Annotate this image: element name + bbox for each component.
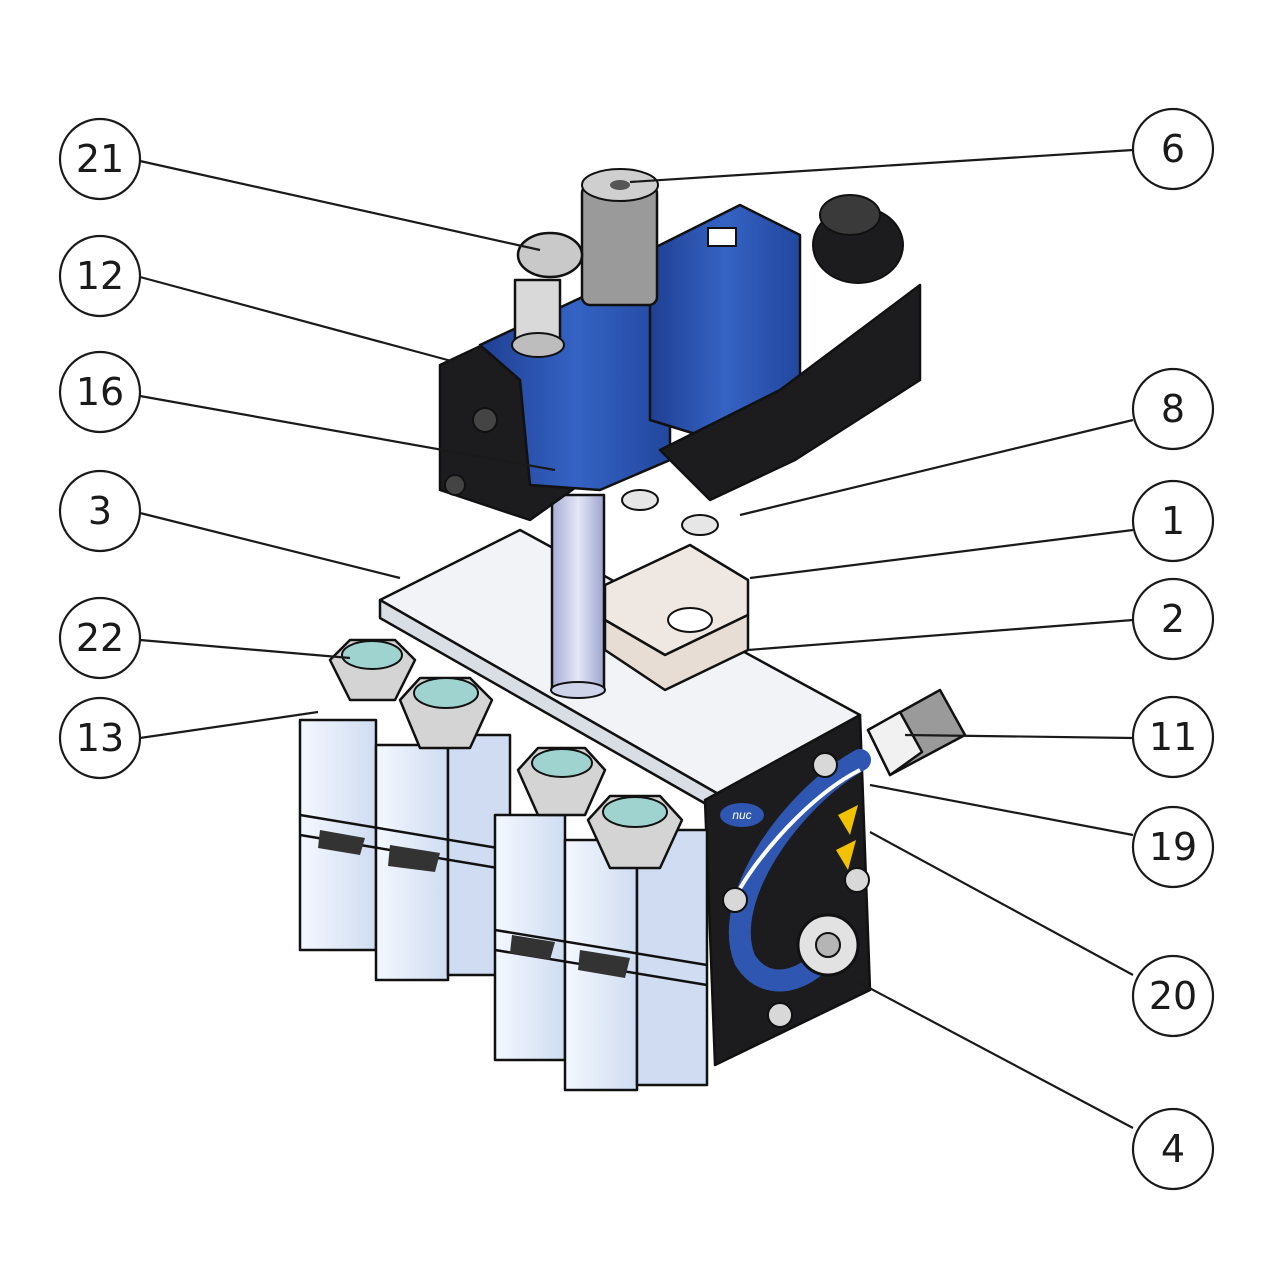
callout-label: 22 [76,616,124,660]
leader-11 [904,733,1134,740]
hex-nut-1 [328,638,417,702]
callout-8: 8 [1131,367,1215,451]
callout-label: 6 [1161,127,1185,171]
leader-19 [869,783,1134,837]
leader-22 [139,638,351,660]
callout-label: 13 [76,716,124,760]
end-plate-screw-mid [844,867,870,893]
callout-21: 21 [58,117,142,201]
end-plate-logo [720,803,764,827]
callout-1: 1 [1131,479,1215,563]
leader-6 [629,148,1134,184]
side-fitting [866,688,967,777]
leader-21 [139,159,541,252]
leader-13 [139,710,319,740]
callout-label: 16 [76,370,124,414]
leader-16 [139,394,556,472]
callouts: 21 12 16 3 22 13 6 8 [58,107,1215,1191]
clamp [603,489,750,692]
gear-plug-center [815,932,841,958]
callout-label: 19 [1149,825,1197,869]
assembly-illustration: nuc [298,168,967,1092]
callout-6: 6 [1131,107,1215,191]
end-plate-logo-text: nuc [732,808,751,822]
callout-3: 3 [58,469,142,553]
callout-label: 2 [1161,597,1185,641]
callout-label: 20 [1149,974,1197,1018]
callout-label: 21 [76,137,124,181]
rod-bottom [550,681,606,699]
leader-lines [139,148,1134,1129]
callout-label: 8 [1161,387,1185,431]
callout-20: 20 [1131,954,1215,1038]
callout-22: 22 [58,596,142,680]
cartridge-right-pair [493,813,709,1092]
muffler [580,168,659,307]
hex-nut-3 [516,746,607,817]
callout-label: 3 [88,489,112,533]
leader-1 [749,528,1134,580]
callout-label: 12 [76,254,124,298]
leader-20 [869,831,1134,976]
rod [550,493,606,692]
leader-8 [739,418,1134,517]
callout-16: 16 [58,350,142,434]
hex-nut-2 [398,676,494,750]
callout-12: 12 [58,234,142,318]
leader-2 [747,618,1134,652]
callout-13: 13 [58,696,142,780]
warning-label-1 [838,805,858,835]
end-plate-screw-top [812,752,838,778]
leader-4 [859,982,1134,1129]
callout-label: 1 [1161,499,1185,543]
leader-12 [139,275,456,364]
leader-3 [139,511,401,580]
callout-label: 11 [1149,715,1197,759]
hex-nut-4 [586,794,684,870]
cartridge-left-pair [298,718,512,982]
end-plate-screw-bottom [767,1002,793,1028]
callout-19: 19 [1131,805,1215,889]
end-plate-blue-swoosh [728,749,871,992]
callout-4: 4 [1131,1107,1215,1191]
callout-2: 2 [1131,577,1215,661]
callout-label: 4 [1161,1127,1185,1171]
callout-11: 11 [1131,695,1215,779]
elbow-fitting [511,231,584,358]
end-plate-screw-left [722,887,748,913]
warning-label-2 [836,840,856,870]
solenoid-valve [438,194,922,522]
